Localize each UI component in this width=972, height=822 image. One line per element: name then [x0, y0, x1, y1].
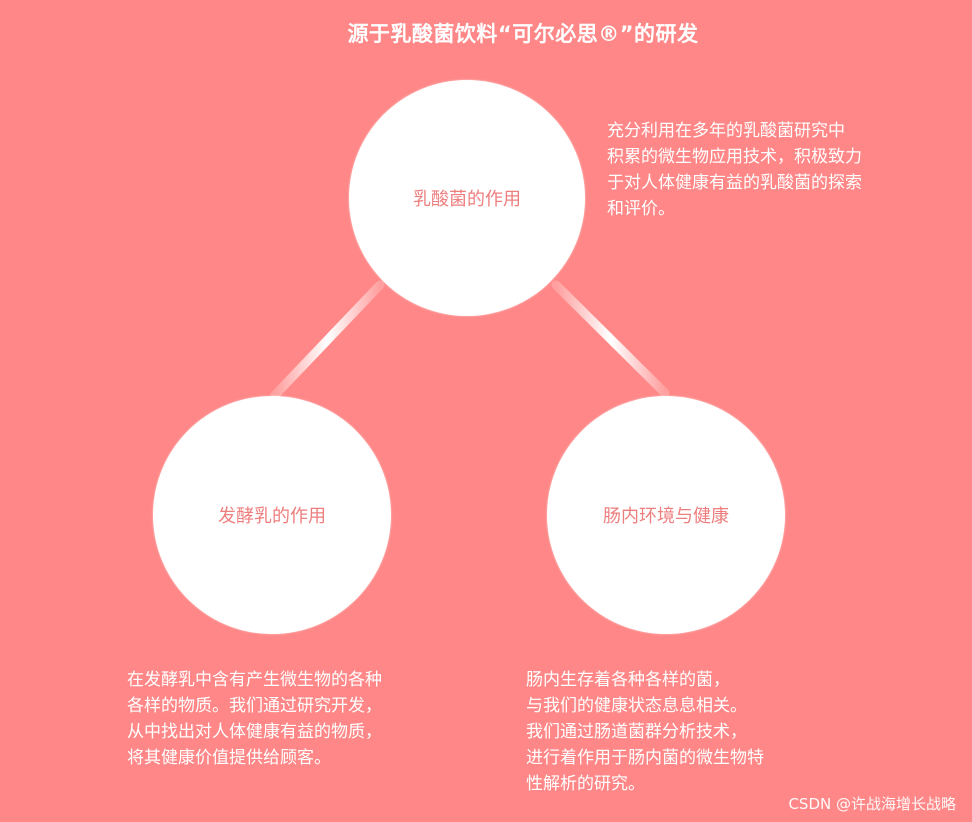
node-fermented-milk: 发酵乳的作用 [153, 396, 391, 634]
description-line: 性解析的研究。 [526, 774, 645, 794]
description-line: 将其健康价值提供给顾客。 [127, 748, 331, 768]
node-gut-environment: 肠内环境与健康 [547, 396, 785, 634]
node-label: 发酵乳的作用 [218, 506, 326, 527]
description-line: 进行着作用于肠内菌的微生物特 [526, 748, 764, 768]
watermark: CSDN @许战海增长战略 [788, 795, 956, 813]
description-top: 充分利用在多年的乳酸菌研究中 积累的微生物应用技术，积极致力 于对人体健康有益的… [607, 118, 862, 222]
description-line: 和评价。 [607, 199, 675, 219]
description-line: 我们通过肠道菌群分析技术， [526, 722, 747, 742]
description-line: 与我们的健康状态息息相关。 [526, 696, 747, 716]
node-lactobacillus: 乳酸菌的作用 [349, 80, 585, 316]
description-line: 各样的物质。我们通过研究开发， [127, 696, 382, 716]
node-label: 肠内环境与健康 [603, 506, 729, 527]
description-left: 在发酵乳中含有产生微生物的各种 各样的物质。我们通过研究开发， 从中找出对人体健… [127, 667, 382, 771]
description-line: 从中找出对人体健康有益的物质， [127, 722, 382, 742]
connector-top-left [270, 280, 385, 400]
node-label: 乳酸菌的作用 [413, 189, 521, 210]
description-line: 肠内生存着各种各样的菌， [526, 670, 730, 690]
page-title: 源于乳酸菌饮料“可尔必思®”的研发 [347, 22, 699, 46]
description-line: 充分利用在多年的乳酸菌研究中 [607, 121, 845, 141]
description-line: 在发酵乳中含有产生微生物的各种 [127, 670, 382, 690]
description-right: 肠内生存着各种各样的菌， 与我们的健康状态息息相关。 我们通过肠道菌群分析技术，… [526, 667, 764, 797]
connector-top-right [551, 280, 670, 398]
description-line: 于对人体健康有益的乳酸菌的探索 [607, 173, 862, 193]
description-line: 积累的微生物应用技术，积极致力 [607, 147, 862, 167]
